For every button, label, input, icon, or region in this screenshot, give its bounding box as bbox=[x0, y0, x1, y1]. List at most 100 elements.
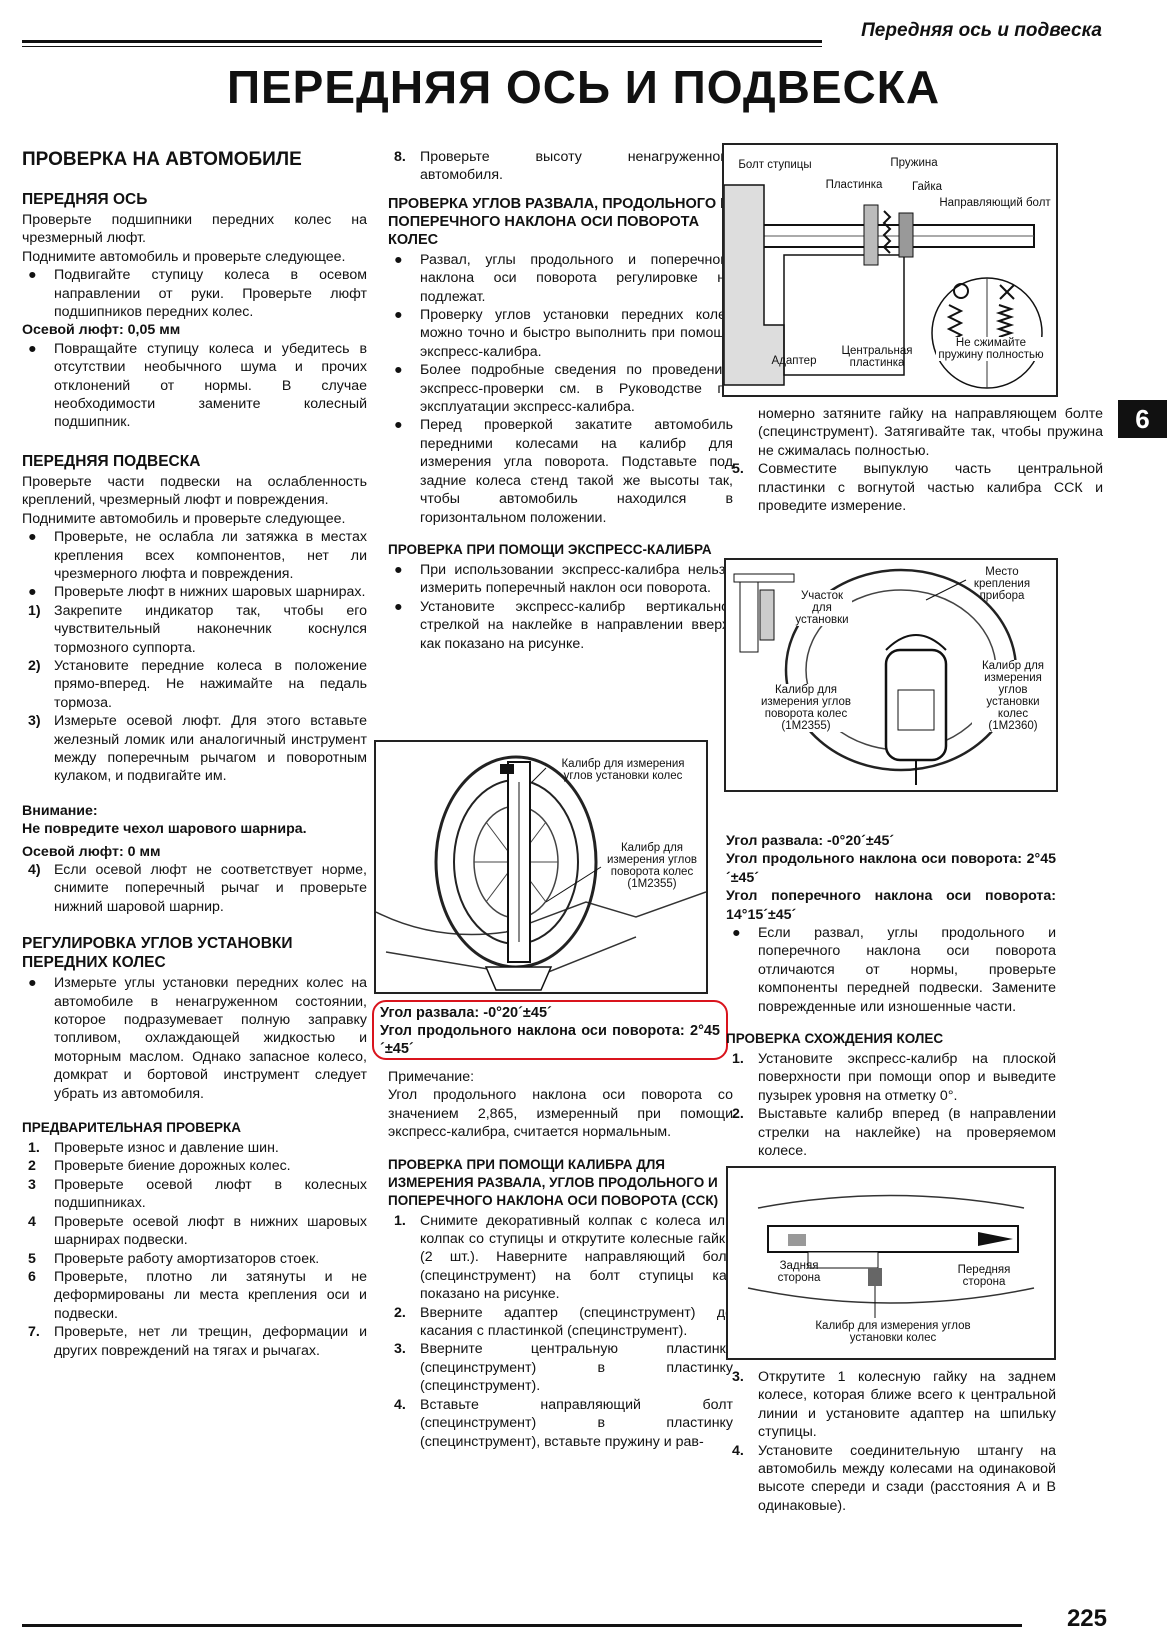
figure-label: Пластинка bbox=[825, 179, 883, 191]
values-block: Угол развала: -0°20´±45´ Угол продольног… bbox=[380, 1004, 720, 1058]
heading-cck: ПРОВЕРКА ПРИ ПОМОЩИ КАЛИБРА ДЛЯ ИЗМЕРЕНИ… bbox=[388, 1156, 719, 1208]
bullet-icon: ● bbox=[394, 417, 403, 434]
heading-prelim: ПРЕДВАРИТЕЛЬНАЯ ПРОВЕРКА bbox=[22, 1120, 242, 1136]
column-2: 8.Проверьте высоту ненагруженного автомо… bbox=[388, 148, 733, 653]
numbered-item: 3.Открутите 1 колесную гайку на заднем к… bbox=[732, 1369, 1056, 1441]
column-3-bottom: 3.Открутите 1 колесную гайку на заднем к… bbox=[726, 1368, 1056, 1515]
value-caster: Угол продольного наклона оси поворота: 2… bbox=[380, 1023, 720, 1057]
bullet-item: ●Подвигайте ступицу колеса в осевом напр… bbox=[28, 267, 367, 321]
figure-toe-gauge: Задняя сторона Передняя сторона Калибр д… bbox=[726, 1166, 1056, 1360]
warning-title: Внимание: bbox=[22, 802, 98, 819]
value-kingpin: Угол поперечного наклона оси поворота: 1… bbox=[726, 888, 1056, 923]
heading-toe: ПРОВЕРКА СХОЖДЕНИЯ КОЛЕС bbox=[726, 1031, 944, 1047]
spec-axial: Осевой люфт: 0 мм bbox=[22, 843, 161, 860]
column-2-lower: Примечание: Угол продольного наклона оси… bbox=[388, 1068, 733, 1451]
bullet-item: ●Проверку углов установки передних колес… bbox=[394, 307, 733, 360]
figure-express-gauge: Калибр для измерения углов установки кол… bbox=[374, 740, 708, 994]
figure-cck-gauge: Место крепления прибора Участок для уста… bbox=[724, 558, 1058, 792]
heading-front-suspension: ПЕРЕДНЯЯ ПОДВЕСКА bbox=[22, 452, 201, 470]
highlight-frame bbox=[372, 1000, 728, 1060]
bullet-item: ●Проверьте, не ослабла ли затяжка в мест… bbox=[28, 529, 367, 582]
figure-label: Направляющий болт bbox=[939, 197, 1051, 209]
paragraph: Поднимите автомобиль и проверьте следующ… bbox=[22, 248, 346, 265]
figure-label: Калибр для измерения углов установки кол… bbox=[561, 758, 685, 782]
figure-label: Калибр для измерения углов поворота коле… bbox=[756, 684, 856, 732]
running-title: Передняя ось и подвеска bbox=[861, 20, 1102, 41]
list-item: 7.Проверьте, нет ли трещин, деформации и… bbox=[28, 1324, 367, 1359]
bullet-item: ●Развал, углы продольного и поперечного … bbox=[394, 251, 733, 305]
header-rule bbox=[22, 40, 822, 47]
heading-adjust: РЕГУЛИРОВКА УГЛОВ УСТАНОВКИ ПЕРЕДНИХ КОЛ… bbox=[22, 935, 293, 972]
numbered-item: 4.Установите соединительную штангу на ав… bbox=[732, 1442, 1056, 1514]
numbered-item: 2.Выставьте калибр вперед (в направлении… bbox=[732, 1106, 1056, 1160]
value-camber: Угол развала: -0°20´±45´ bbox=[380, 1005, 552, 1021]
figure-label: Калибр для измерения углов установки кол… bbox=[815, 1320, 971, 1344]
figure-label: Пружина bbox=[890, 157, 938, 169]
bullet-icon: ● bbox=[28, 340, 37, 357]
value-camber: Угол развала: -0°20´±45´ bbox=[726, 833, 895, 849]
figure-label: Задняя сторона bbox=[777, 1260, 821, 1284]
bullet-item: ●Если развал, углы продольного и попереч… bbox=[732, 925, 1056, 1015]
numbered-item: 1)Закрепите индикатор так, чтобы его чув… bbox=[28, 602, 367, 656]
bullet-item: ●Проверьте люфт в нижних шаровых шарнира… bbox=[28, 584, 366, 601]
bullet-item: ●Более подробные сведения по проведению … bbox=[394, 362, 733, 416]
bullet-icon: ● bbox=[394, 561, 403, 578]
figure-label: Адаптер bbox=[771, 355, 817, 367]
page-title: ПЕРЕДНЯЯ ОСЬ И ПОДВЕСКА bbox=[226, 61, 941, 113]
cck-gauge-drawing bbox=[733, 568, 1018, 785]
numbered-item: 2)Установите передние колеса в положение… bbox=[28, 657, 367, 711]
numbered-item: 4.Вставьте направляющий болт (специнстру… bbox=[394, 1396, 733, 1450]
bullet-icon: ● bbox=[394, 362, 403, 379]
bullet-icon: ● bbox=[394, 598, 403, 615]
paragraph: номерно затяните гайку на направляющем б… bbox=[758, 406, 1103, 459]
figure-label: Передняя сторона bbox=[957, 1264, 1011, 1288]
figure-label: Гайка bbox=[911, 181, 943, 193]
figure-label: Калибр для измерения углов поворота коле… bbox=[606, 842, 698, 890]
figure-label: Участок для установки bbox=[792, 590, 852, 626]
paragraph: Поднимите автомобиль и проверьте следующ… bbox=[22, 510, 346, 527]
bullet-item: ●При использовании экспресс-калибра нель… bbox=[394, 561, 733, 597]
bullet-icon: ● bbox=[394, 251, 403, 268]
guide-bolt-drawing bbox=[724, 184, 1043, 389]
heading-express: ПРОВЕРКА ПРИ ПОМОЩИ ЭКСПРЕСС-КАЛИБРА bbox=[388, 541, 712, 557]
figure-guide-bolt: Болт ступицы Пластинка Пружина Гайка Нап… bbox=[722, 143, 1058, 397]
numbered-item: 1.Установите экспресс-калибр на плоской … bbox=[732, 1051, 1056, 1104]
value-caster: Угол продольного наклона оси поворота: 2… bbox=[726, 851, 1056, 886]
toe-gauge-drawing bbox=[747, 1194, 1035, 1318]
numbered-item: 3.Вверните центральную пластинку (специн… bbox=[394, 1341, 733, 1395]
figure-label: Калибр для измерения углов установки кол… bbox=[972, 660, 1054, 732]
list-item: 1.Проверьте износ и давление шин. bbox=[28, 1140, 279, 1157]
wheel-gauge-drawing bbox=[376, 755, 706, 991]
paragraph: Проверьте подшипники передних колес на ч… bbox=[22, 212, 367, 247]
figure-label: Не сжимайте пружину полностью bbox=[936, 337, 1046, 361]
numbered-item: 4)Если осевой люфт не соответствует норм… bbox=[28, 862, 367, 915]
page-number: 225 bbox=[1066, 1605, 1107, 1632]
bullet-icon: ● bbox=[732, 925, 741, 942]
bullet-item: ●Перед проверкой закатите автомобиль пер… bbox=[394, 417, 733, 526]
numbered-item: 2.Вверните адаптер (специнструмент) до к… bbox=[394, 1304, 733, 1340]
numbered-item: 5.Совместите выпуклую часть центральной … bbox=[732, 461, 1103, 515]
column-3-top: номерно затяните гайку на направляющем б… bbox=[732, 405, 1103, 515]
figure-label: Болт ступицы bbox=[738, 159, 812, 171]
footer-rule bbox=[22, 1624, 1022, 1627]
numbered-item: 1.Снимите декоративный колпак с колеса и… bbox=[394, 1212, 733, 1303]
note-title: Примечание: bbox=[388, 1069, 475, 1085]
column-3-mid: Угол развала: -0°20´±45´ Угол продольног… bbox=[726, 832, 1056, 1161]
heading-check: ПРОВЕРКА НА АВТОМОБИЛЕ bbox=[22, 149, 302, 170]
running-header: Передняя ось и подвеска bbox=[22, 18, 1102, 48]
numbered-item: 8.Проверьте высоту ненагруженного автомо… bbox=[394, 149, 733, 184]
bullet-icon: ● bbox=[394, 307, 403, 324]
bullet-icon: ● bbox=[28, 975, 37, 992]
spec-axial: Осевой люфт: 0,05 мм bbox=[22, 322, 181, 339]
bullet-icon: ● bbox=[28, 267, 37, 284]
bullet-icon: ● bbox=[28, 529, 37, 546]
figure-label: Центральная пластинка bbox=[841, 345, 913, 369]
bullet-item: ●Измерьте углы установки передних колес … bbox=[28, 975, 367, 1102]
numbered-item: 3)Измерьте осевой люфт. Для этого вставь… bbox=[28, 713, 367, 785]
